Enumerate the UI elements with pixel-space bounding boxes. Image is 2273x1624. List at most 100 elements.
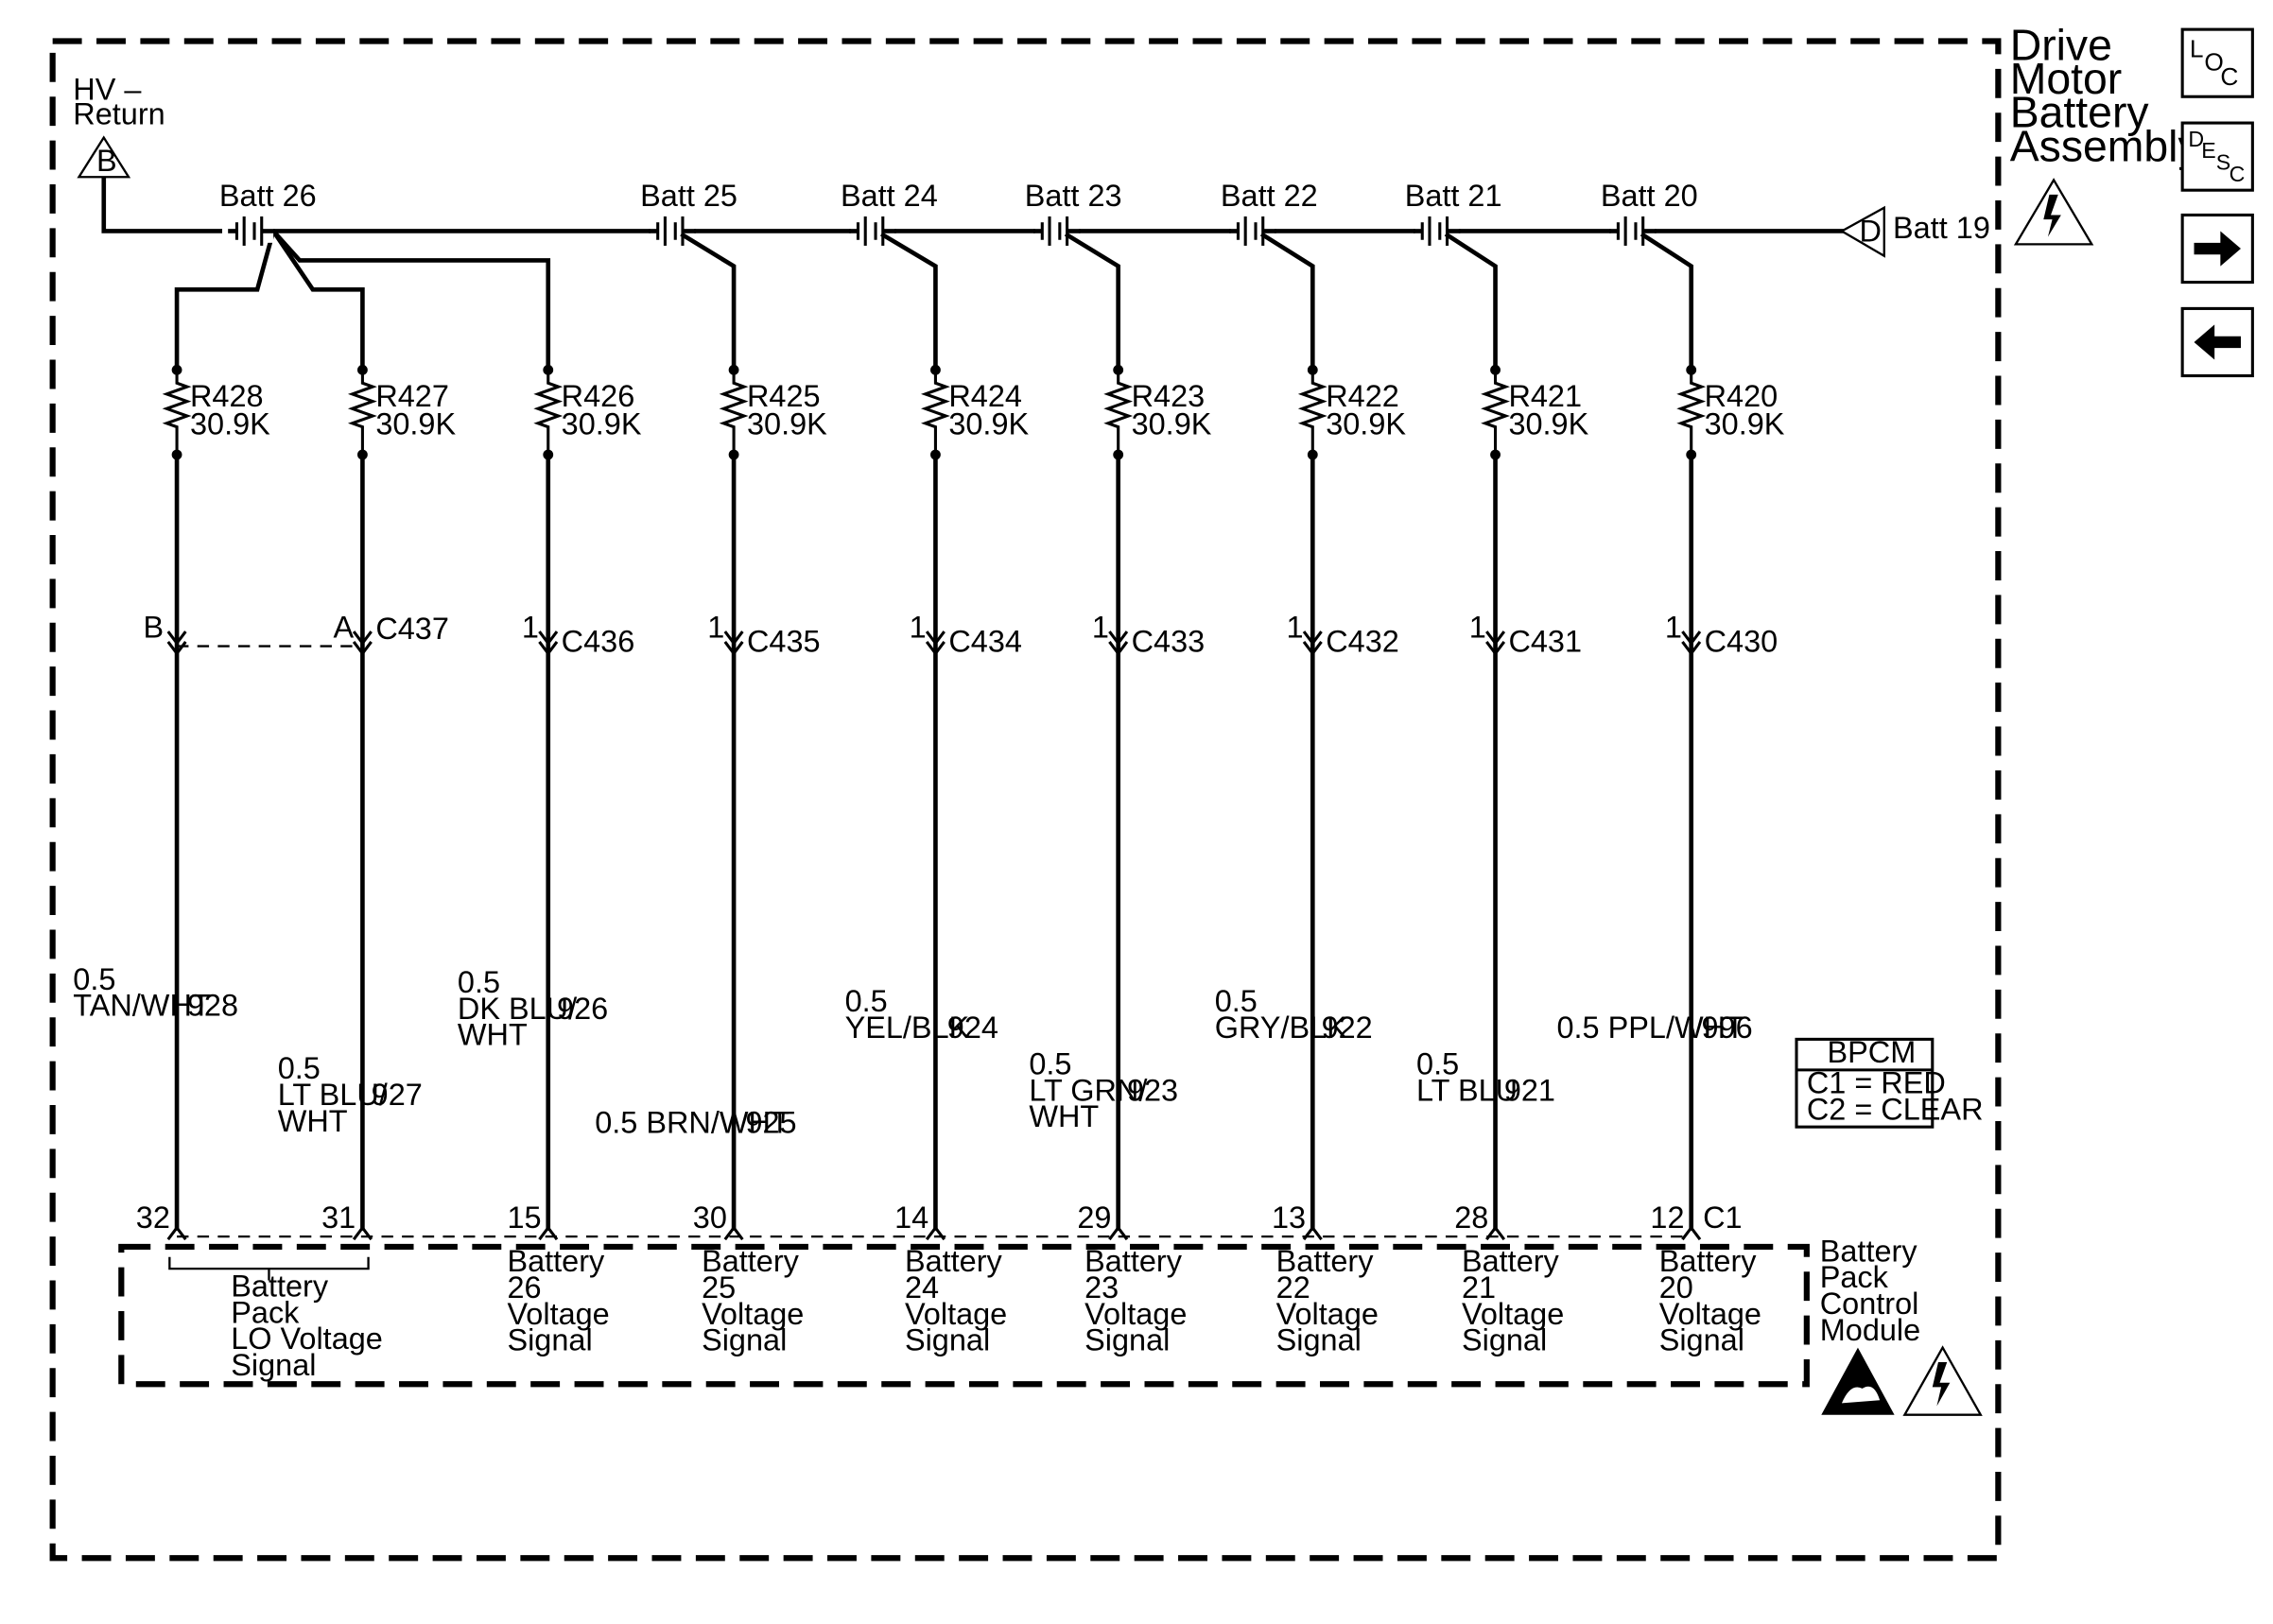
assembly-title-line4: Assembly [2010,121,2201,170]
description-button-s: S [2216,150,2230,175]
wire-color-label: DK BLU/ [458,992,578,1026]
resistor-value: 30.9K [1705,406,1785,441]
battery-cell-batt-23: Batt 23 [1025,179,1122,246]
connector-label: C434 [948,625,1022,659]
right-arrow-icon [2194,231,2241,267]
circuit-number: 926 [557,992,608,1026]
resistor-node [1113,364,1124,375]
batt26-tap-r426 [271,229,551,369]
assembly-title-line1: Drive [2010,21,2112,70]
module-pin-icon [1108,1225,1129,1241]
resistor-value: 30.9K [190,406,270,441]
module-pin-number: 13 [1272,1201,1306,1235]
hv-return-marker[interactable]: B [77,135,131,179]
resistor-label: R420 [1705,379,1778,413]
module-signal-text: 24 [905,1270,939,1304]
high-voltage-warning-icon [2013,178,2094,246]
module-signal-text: Pack [231,1295,300,1329]
next-page-button[interactable] [2180,213,2254,285]
inline-connector-icon [1485,631,1506,656]
battery-tap-wire [1640,232,1694,369]
resistor-value: 30.9K [1508,406,1588,441]
module-pin-icon [166,1225,187,1241]
resistor-node [356,364,368,375]
battery-cell-batt-26: Batt 26 [219,179,317,246]
resistor-node [543,449,554,460]
module-signal-text: 25 [702,1270,736,1304]
module-pin-number: 31 [321,1201,356,1235]
assembly-boundary [49,38,2002,1562]
resistor-symbol [1103,370,1134,456]
wire-color-label: YEL/BLK [845,1011,970,1045]
resistor-node [1113,449,1124,460]
module-signal-text: Voltage [507,1297,609,1331]
module-boundary [118,1243,1810,1388]
module-pin-icon [1681,1225,1702,1241]
resistor-node [1686,364,1697,375]
hv-return-line1: HV – [73,72,142,106]
resistor-symbol [162,370,192,456]
module-pin-number: 12 [1650,1201,1684,1235]
high-voltage-warning-icon-module [1902,1345,1983,1416]
battery-tap-wire [1259,232,1315,369]
battery-cell-batt-22: Batt 22 [1221,179,1318,246]
module-signal-text: Signal [1462,1323,1547,1357]
module-signal-text: Signal [231,1348,316,1382]
resistor-value: 30.9K [1326,406,1406,441]
batt26-tap-r428 [174,230,276,369]
resistor-symbol [1297,370,1327,456]
location-button-c: C [2220,62,2238,91]
resistor-node [930,449,941,460]
battery-label: Batt 22 [1221,179,1318,213]
module-signal-text: Battery [231,1269,329,1303]
wire-color-label: 0.5 BRN/WHT [595,1105,789,1139]
resistor-node [356,449,368,460]
connector-pin: 1 [1469,610,1486,644]
batt19-marker[interactable]: D [1839,205,1885,258]
module-pin-number: 15 [507,1201,541,1235]
description-button-c: C [2230,162,2246,186]
module-signal-text: Voltage [905,1297,1007,1331]
module-signal-text: 22 [1276,1270,1310,1304]
module-signal-text: Battery [1462,1244,1560,1278]
resistor-symbol [533,370,564,456]
circuit-number: 927 [372,1078,423,1112]
location-button[interactable]: L O C [2180,27,2254,98]
module-signal-text: Voltage [1276,1297,1379,1331]
module-signal-text: Voltage [1659,1297,1761,1331]
battery-tap-wire [1444,232,1498,369]
wire-color-label: 0.5 PPL/WHT [1556,1011,1744,1045]
resistor-node [1490,364,1501,375]
module-name-line2: Pack [1820,1260,1889,1294]
module-pin-icon [1302,1225,1323,1241]
resistor-value: 30.9K [1132,406,1212,441]
bpcm-legend-heading: BPCM [1827,1035,1916,1069]
battery-cell-batt-21: Batt 21 [1405,179,1502,246]
module-name-line1: Battery [1820,1234,1918,1268]
resistor-node [543,364,554,375]
connector-pin: 1 [707,610,724,644]
wire-color-label: LT BLU [1416,1073,1518,1107]
wire-color-label: LT GRN/ [1029,1073,1148,1107]
module-pin-icon [1485,1225,1506,1241]
description-button-d: D [2188,127,2204,151]
previous-page-button[interactable] [2180,306,2254,378]
inline-connector-icon [925,631,946,656]
hv-return-marker-letter: B [96,144,117,178]
wire-color-label: TAN/WHT [73,989,211,1023]
connector-pin: 1 [522,610,539,644]
module-pin-icon [352,1225,373,1241]
inline-connector-icon [723,631,744,656]
resistor-node [1686,449,1697,460]
description-button[interactable]: D E S C [2180,121,2254,192]
module-signal-text: Battery [1084,1244,1183,1278]
inline-connector-icon [538,631,559,656]
resistor-value: 30.9K [375,406,456,441]
